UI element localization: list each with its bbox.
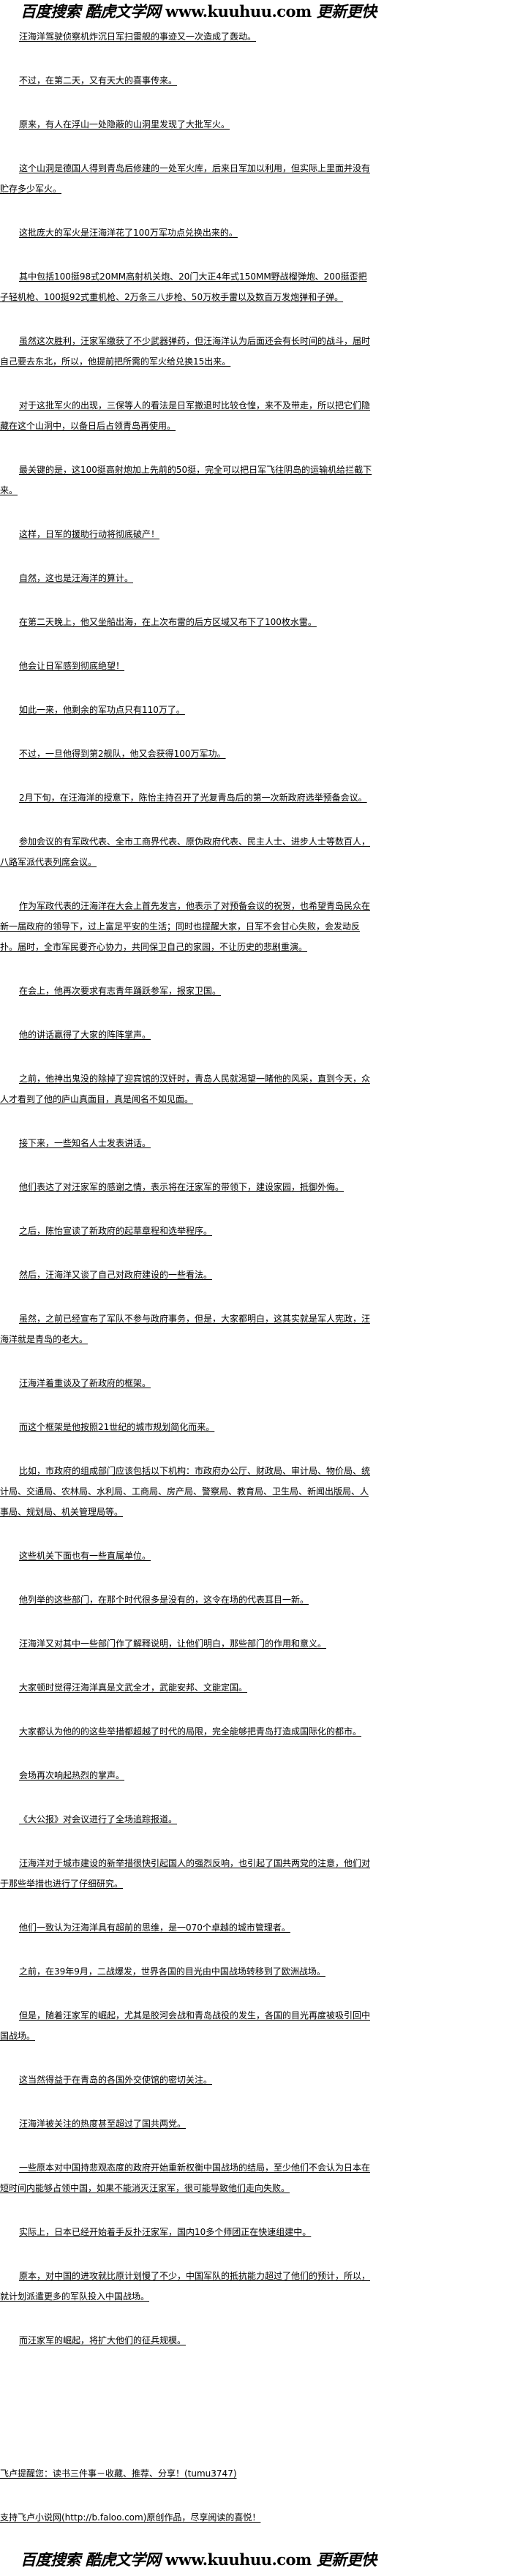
paragraph: 原来，有人在浮山一处隐蔽的山洞里发现了大批军火。 <box>19 119 230 130</box>
logo-slogan: 更新更快 <box>316 2 377 20</box>
paragraph: 如此一来，他剩余的军功点只有110万了。 <box>19 705 185 715</box>
paragraph: 之前，他神出鬼没的除掉了迎宾馆的汉奸时，青岛人民就渴望一睹他的风采，直到今天，众… <box>0 1074 371 1104</box>
paragraph: 实际上，日本已经开始着手反扑汪家军，国内10多个师团正在快速组建中。 <box>19 2227 312 2237</box>
paragraph: 最关键的是，这100挺高射炮加上先前的50挺，完全可以把日军飞往阴岛的运输机给拦… <box>0 465 372 495</box>
paragraph: 而汪家军的崛起，将扩大他们的征兵规模。 <box>19 2335 187 2345</box>
paragraph: 比如，市政府的组成部门应该包括以下机构：市政府办公厅、财政局、审计局、物价局、统… <box>0 1466 371 1517</box>
logo-slogan: 更新更快 <box>316 2550 377 2569</box>
paragraph: 但是，随着汪家军的崛起，尤其是胶河会战和青岛战役的发生，各国的目光再度被吸引回中… <box>0 2010 371 2041</box>
paragraph: 汪海洋着重谈及了新政府的框架。 <box>19 1378 151 1388</box>
paragraph: 汪海洋对于城市建设的新举措很快引起国人的强烈反响，也引起了国共两党的注意，他们对… <box>0 1858 371 1889</box>
paragraph: 大家都认为他的的这些举措都超越了时代的局限，完全能够把青岛打造成国际化的都市。 <box>19 1726 362 1737</box>
paragraph: 不过，一旦他得到第2舰队，他又会获得100万军功。 <box>19 749 226 759</box>
paragraph: 他列举的这些部门，在那个时代很多是没有的，这令在场的代表耳目一新。 <box>19 1595 309 1605</box>
paragraph: 然后，汪海洋又谈了自己对政府建设的一些看法。 <box>19 1270 213 1280</box>
paragraph: 一些原本对中国持悲观态度的政府开始重新权衡中国战场的结局，至少他们不会认为日本在… <box>0 2163 371 2193</box>
paragraph: 在第二天晚上，他又坐船出海，在上次布雷的后方区域又布下了100枚水雷。 <box>19 617 317 627</box>
paragraph: 他们表达了对汪家军的感谢之情，表示将在汪家军的带领下，建设家园，抵御外侮。 <box>19 1182 345 1192</box>
footer-support-link[interactable]: 支持飞卢小说网(http://b.faloo.com)原创作品，尽享阅读的喜悦！ <box>0 2512 261 2523</box>
paragraph: 《大公报》对会议进行了全场追踪报道。 <box>19 1814 178 1824</box>
paragraph: 这当然得益于在青岛的各国外交使馆的密切关注。 <box>19 2075 213 2085</box>
paragraph: 而这个框架是他按照21世纪的城市规划简化而来。 <box>19 1422 215 1432</box>
paragraph: 作为军政代表的汪海洋在大会上首先发言，他表示了对预备会议的祝贺，也希望青岛民众在… <box>0 901 371 952</box>
paragraph: 在会上，他再次要求有志青年踊跃参军，报家卫国。 <box>19 986 222 996</box>
paragraph: 虽然这次胜利，汪家军缴获了不少武器弹药，但汪海洋认为后面还会有长时间的战斗，届时… <box>0 336 371 367</box>
logo-url: www.kuuhuu.com <box>165 2 312 20</box>
paragraph: 这些机关下面也有一些直属单位。 <box>19 1551 151 1561</box>
paragraph: 这样，日军的援助行动将彻底破产！ <box>19 529 160 539</box>
paragraph: 他会让日军感到彻底绝望！ <box>19 661 125 671</box>
paragraph: 他们一致认为汪海洋具有超前的思维，是一070个卓越的城市管理者。 <box>19 1922 290 1933</box>
site-logo-header[interactable]: 百度搜索 酷虎文学网 www.kuuhuu.com 更新更快 <box>20 1 377 22</box>
paragraph: 不过，在第二天，又有天大的喜事传来。 <box>19 75 178 86</box>
paragraph: 之后，陈怡宣读了新政府的起草章程和选举程序。 <box>19 1226 213 1236</box>
site-logo-footer[interactable]: 百度搜索 酷虎文学网 www.kuuhuu.com 更新更快 <box>20 2550 377 2570</box>
paragraph: 会场再次响起热烈的掌声。 <box>19 1770 125 1781</box>
paragraph: 汪海洋驾驶侦察机炸沉日军扫雷舰的事迹又一次造成了轰动。 <box>19 31 257 42</box>
logo-site-name: 百度搜索 酷虎文学网 <box>20 2550 161 2569</box>
paragraph: 原本，对中国的进攻就比原计划慢了不少，中国军队的抵抗能力超过了他们的预计，所以，… <box>0 2271 371 2302</box>
paragraph: 大家顿时觉得汪海洋真是文武全才，武能安邦、文能定国。 <box>19 1682 248 1693</box>
paragraph: 对于这批军火的出现，三保等人的看法是日军撤退时比较仓惶，来不及带走，所以把它们隐… <box>0 400 371 431</box>
paragraph: 之前，在39年9月，二战爆发，世界各国的目光由中国战场转移到了欧洲战场。 <box>19 1966 325 1977</box>
paragraph: 自然，这也是汪海洋的算计。 <box>19 573 134 583</box>
paragraph: 虽然，之前已经宣布了军队不参与政府事务，但是，大家都明白，这其实就是军人宪政，汪… <box>0 1314 371 1344</box>
logo-site-name: 百度搜索 酷虎文学网 <box>20 2 161 20</box>
paragraph: 汪海洋被关注的热度甚至超过了国共两党。 <box>19 2119 187 2129</box>
paragraph: 汪海洋又对其中一些部门作了解释说明，让他们明白，那些部门的作用和意义。 <box>19 1639 327 1649</box>
footer-reminder: 飞卢提醒您：读书三件事－收藏、推荐、分享！(tumu3747) <box>0 2468 237 2479</box>
paragraph: 这个山洞是德国人得到青岛后修建的一处军火库，后来日军加以利用，但实际上里面并没有… <box>0 163 371 194</box>
paragraph: 他的讲话赢得了大家的阵阵掌声。 <box>19 1030 151 1040</box>
paragraph: 2月下旬，在汪海洋的授意下，陈怡主持召开了光复青岛后的第一次新政府选举预备会议。 <box>19 793 367 803</box>
paragraph: 接下来，一些知名人士发表讲话。 <box>19 1138 151 1148</box>
paragraph: 参加会议的有军政代表、全市工商界代表、原伪政府代表、民主人士、进步人士等数百人，… <box>0 836 371 867</box>
paragraph: 其中包括100挺98式20MM高射机关炮、20门大正4年式150MM野战榴弹炮、… <box>0 272 367 302</box>
logo-url: www.kuuhuu.com <box>165 2550 312 2569</box>
paragraph: 这批庞大的军火是汪海洋花了100万军功点兑换出来的。 <box>19 228 238 238</box>
chapter-body: 汪海洋驾驶侦察机炸沉日军扫雷舰的事迹又一次造成了轰动。不过，在第二天，又有天大的… <box>0 26 373 2374</box>
footer-notes: 飞卢提醒您：读书三件事－收藏、推荐、分享！(tumu3747) 支持飞卢小说网(… <box>0 2463 380 2551</box>
